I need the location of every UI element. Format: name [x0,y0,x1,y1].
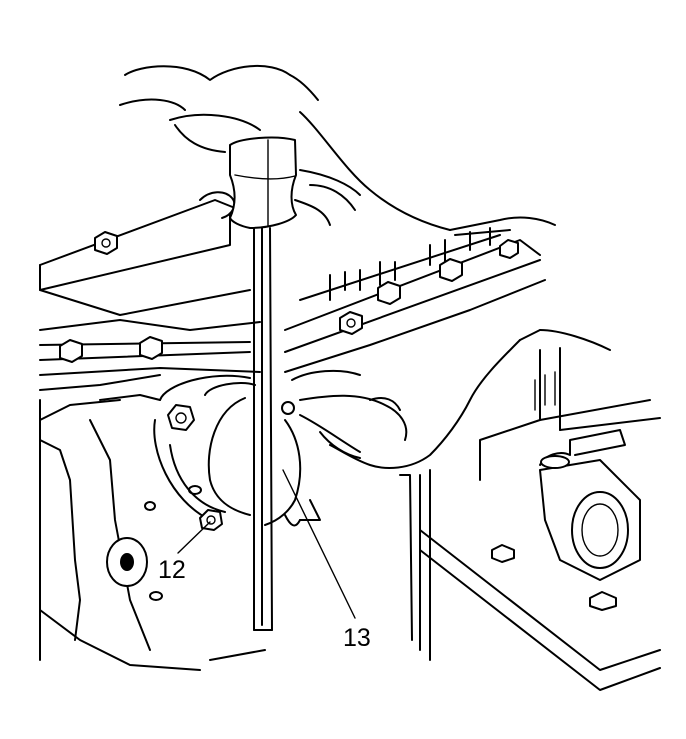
hand-bottom [291,329,611,469]
seal-housing-part-13 [153,374,321,531]
callout-12-label: 12 [158,556,186,584]
callout-12: 12 [158,521,211,584]
callout-13: 13 [282,469,371,652]
transmission-housing [399,347,661,691]
valve-cover-rail [284,227,546,373]
callout-13-label: 13 [343,624,371,652]
hand-top [119,64,556,236]
engine-block [39,191,266,671]
screwdriver [229,136,297,631]
